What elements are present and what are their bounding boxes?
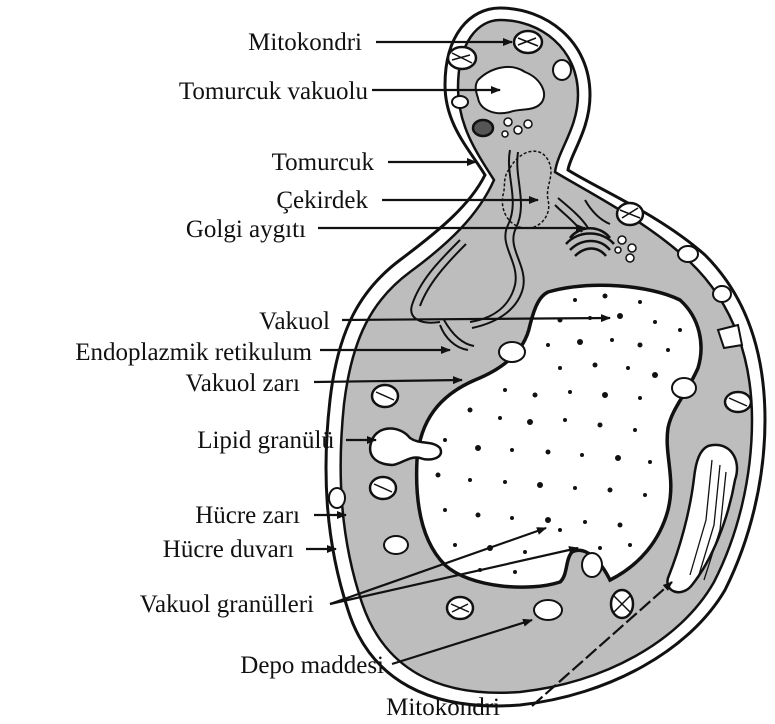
label-cell-wall: Hücre duvarı [163,536,294,563]
label-nucleus: Çekirdek [276,187,368,214]
label-mitochondria-bottom: Mitokondri [386,694,500,721]
label-vacuole-granules: Vakuol granülleri [140,591,314,618]
label-vacuole: Vakuol [259,308,330,335]
label-vacuole-membrane: Vakuol zarı [185,370,300,397]
label-bud-vacuole: Tomurcuk vakuolu [179,78,369,105]
label-storage-material: Depo maddesi [240,652,384,679]
label-lipid-granule: Lipid granülü [197,427,334,454]
label-golgi: Golgi aygıtı [186,216,306,243]
label-bud: Tomurcuk [272,149,375,176]
label-cell-membrane: Hücre zarı [195,502,300,529]
label-er: Endoplazmik retikulum [75,339,312,366]
label-mitochondria-top: Mitokondri [248,29,362,56]
